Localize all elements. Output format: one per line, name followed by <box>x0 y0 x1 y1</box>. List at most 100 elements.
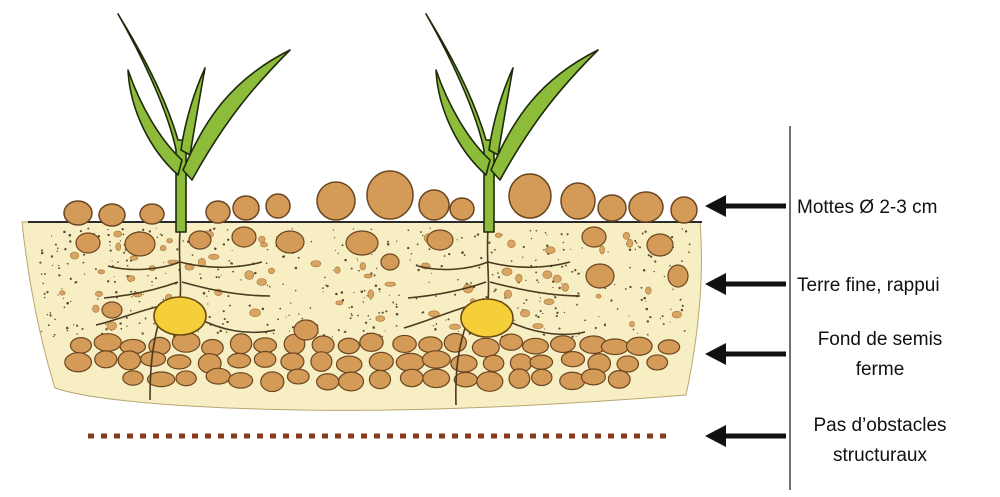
soil-speck <box>46 290 49 294</box>
soil-speck <box>493 290 496 293</box>
soil-speck <box>683 329 686 332</box>
soil-pellet <box>256 278 267 286</box>
soil-speck <box>578 333 580 336</box>
arrow-left-icon <box>705 195 786 217</box>
soil-speck <box>326 285 329 288</box>
bottom-clod <box>499 333 524 351</box>
seed-icon <box>153 296 207 336</box>
bottom-clod <box>280 352 305 371</box>
soil-speck <box>490 251 493 254</box>
bottom-clod <box>315 373 340 391</box>
mid-clods <box>75 226 689 341</box>
soil-pellet <box>595 293 602 299</box>
soil-pellet <box>70 251 80 260</box>
soil-speck <box>335 292 338 296</box>
soil-speck <box>370 272 373 275</box>
arrow-left-icon <box>705 343 786 365</box>
soil-speck <box>310 240 313 243</box>
surface-clod <box>98 203 126 227</box>
soil-speck <box>119 240 122 242</box>
soil-speck <box>529 229 532 232</box>
soil-speck <box>360 290 364 293</box>
soil-speck <box>142 228 145 231</box>
soil-pellet <box>626 238 634 248</box>
bottom-clod <box>421 350 451 369</box>
soil-speck <box>40 330 43 333</box>
soil-speck <box>624 288 627 290</box>
soil-speck <box>144 317 147 320</box>
soil-pellet <box>310 260 322 268</box>
soil-speck <box>421 312 423 314</box>
soil-speck <box>570 248 572 250</box>
soil-speck <box>440 265 443 268</box>
soil-speck <box>87 227 90 230</box>
soil-speck <box>109 240 111 243</box>
bottom-clod <box>471 337 500 358</box>
soil-speck <box>485 296 488 299</box>
soil-speck <box>415 264 419 267</box>
soil-speck <box>111 260 113 262</box>
soil-speck <box>542 312 544 315</box>
soil-speck <box>165 272 167 274</box>
bottom-clod <box>260 371 285 393</box>
soil-speck <box>63 306 66 309</box>
seed-icon <box>460 298 514 338</box>
soil-speck <box>560 233 563 236</box>
soil-speck <box>385 310 388 313</box>
soil-speck <box>681 228 683 230</box>
soil-speck <box>350 305 354 309</box>
soil-speck <box>372 326 375 329</box>
soil-speck <box>445 319 447 321</box>
soil-speck <box>333 237 336 239</box>
soil-speck <box>58 267 61 270</box>
soil-speck <box>148 230 151 233</box>
soil-speck <box>407 246 410 250</box>
soil-speck <box>343 331 346 334</box>
soil-speck <box>322 291 324 293</box>
soil-speck <box>54 243 57 246</box>
soil-speck <box>604 287 607 290</box>
soil-speck <box>537 281 540 283</box>
soil-pellet <box>515 273 523 283</box>
soil-speck <box>434 328 437 331</box>
soil-speck <box>488 241 491 244</box>
soil-speck <box>431 272 433 274</box>
soil-speck <box>369 318 371 321</box>
soil-speck <box>52 264 54 267</box>
soil-speck <box>155 277 158 280</box>
soil-speck <box>240 279 242 281</box>
soil-speck <box>395 325 398 327</box>
soil-speck <box>546 234 548 236</box>
soil-speck <box>229 304 231 307</box>
soil-speck <box>222 243 226 246</box>
soil-speck <box>522 245 525 249</box>
bottom-clod <box>368 351 394 372</box>
soil-speck <box>109 249 112 252</box>
soil-speck <box>494 288 497 291</box>
soil-pellet <box>92 304 100 313</box>
soil-speck <box>69 300 72 303</box>
soil-speck <box>662 323 665 326</box>
soil-speck <box>643 296 646 300</box>
bottom-clod <box>205 367 232 385</box>
soil-speck <box>576 303 578 306</box>
soil-speck <box>381 311 384 314</box>
soil-speck <box>156 236 159 238</box>
soil-speck <box>301 317 304 320</box>
soil-speck <box>120 327 123 330</box>
soil-speck <box>647 254 650 257</box>
soil-speck <box>378 288 381 291</box>
soil-speck <box>640 286 643 289</box>
bottom-clod <box>311 335 335 355</box>
soil-speck <box>332 269 334 272</box>
soil-speck <box>191 254 194 256</box>
soil-speck <box>65 326 69 330</box>
soil-speck <box>517 307 519 309</box>
soil-speck <box>584 319 587 322</box>
soil-speck <box>629 285 632 289</box>
soil-speck <box>384 330 386 332</box>
soil-speck <box>64 248 67 251</box>
soil-speck <box>513 319 516 321</box>
soil-speck <box>266 323 269 326</box>
soil-speck <box>554 296 557 299</box>
